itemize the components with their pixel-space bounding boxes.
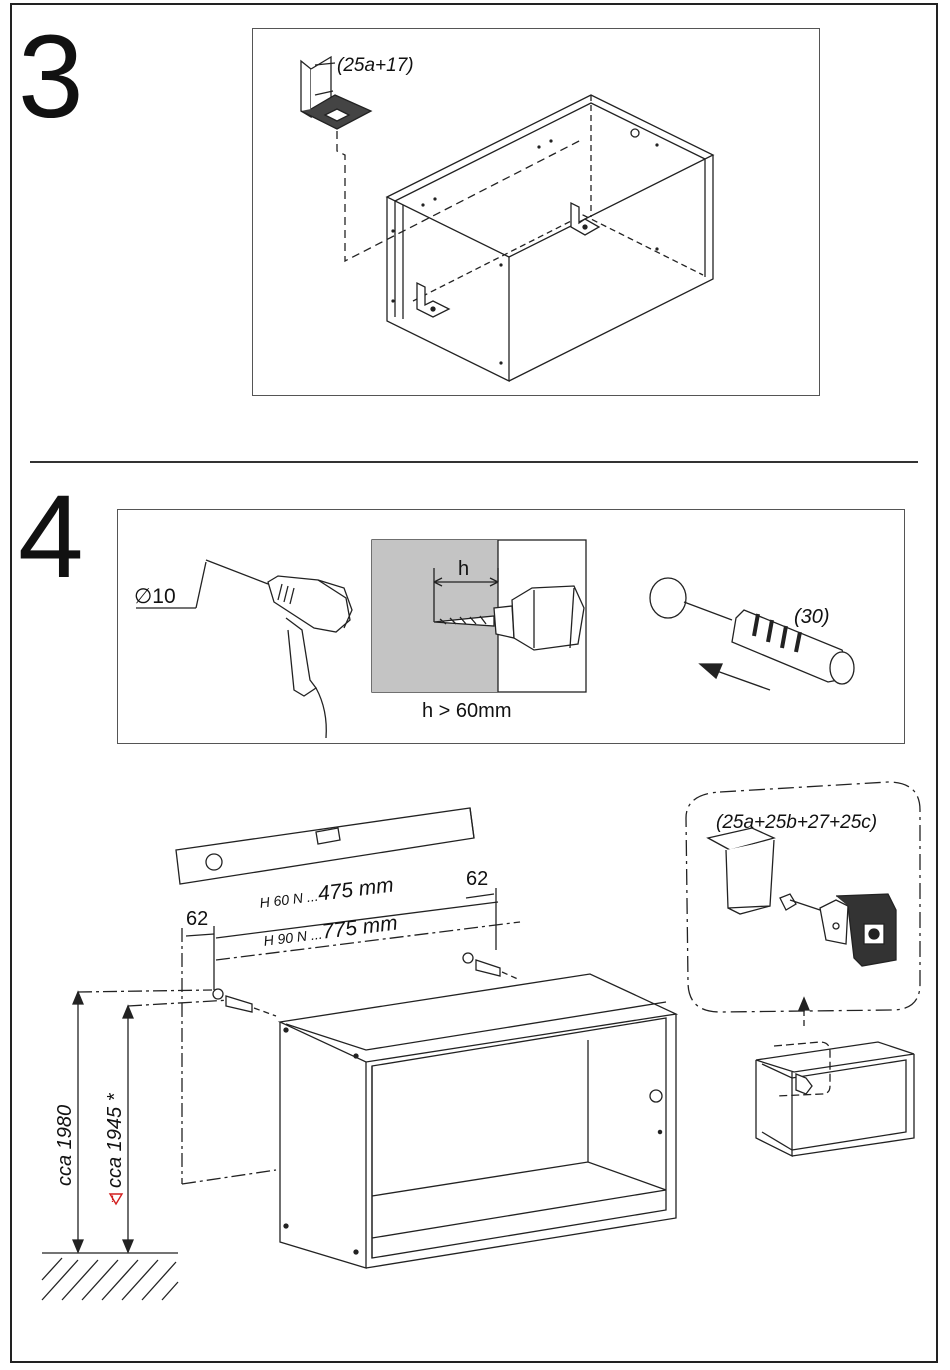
depth-requirement-label: h > 60mm [422, 700, 512, 722]
drill-icon [136, 559, 353, 739]
left-offset-label: 62 [186, 908, 209, 930]
drilling-illustrations [136, 539, 855, 739]
cabinet-assembly-illustration [300, 55, 715, 383]
dowel-part-label: (30) [794, 606, 830, 628]
right-offset-label: 62 [466, 868, 489, 890]
span-h60-prefix: H 60 N ... [258, 887, 320, 911]
step-divider [30, 461, 918, 463]
span-h90-prefix: H 90 N ... [262, 925, 324, 949]
depth-marker-label: h [458, 558, 470, 580]
step-4-drilling-panel: ∅10 h h > 60mm (30) [117, 509, 905, 744]
warning-icon: ! [111, 1194, 114, 1204]
wall-plug-icon [649, 577, 855, 691]
drill-diameter-label: ∅10 [134, 585, 176, 608]
step-3-panel: (25a+17) [252, 28, 820, 396]
corner-bracket-icon [300, 55, 373, 130]
wall-section [371, 539, 587, 693]
step-3-number: 3 [18, 11, 84, 143]
floor-height-label: cca 1980 [54, 1104, 76, 1186]
page-frame [10, 3, 938, 1363]
bracket-parts-label: (25a+25b+27+25c) [716, 812, 878, 833]
step-4-number: 4 [18, 471, 84, 603]
step-3-parts-label: (25a+17) [337, 55, 414, 76]
cabinet-height-label: cca 1945 * [104, 1093, 126, 1188]
